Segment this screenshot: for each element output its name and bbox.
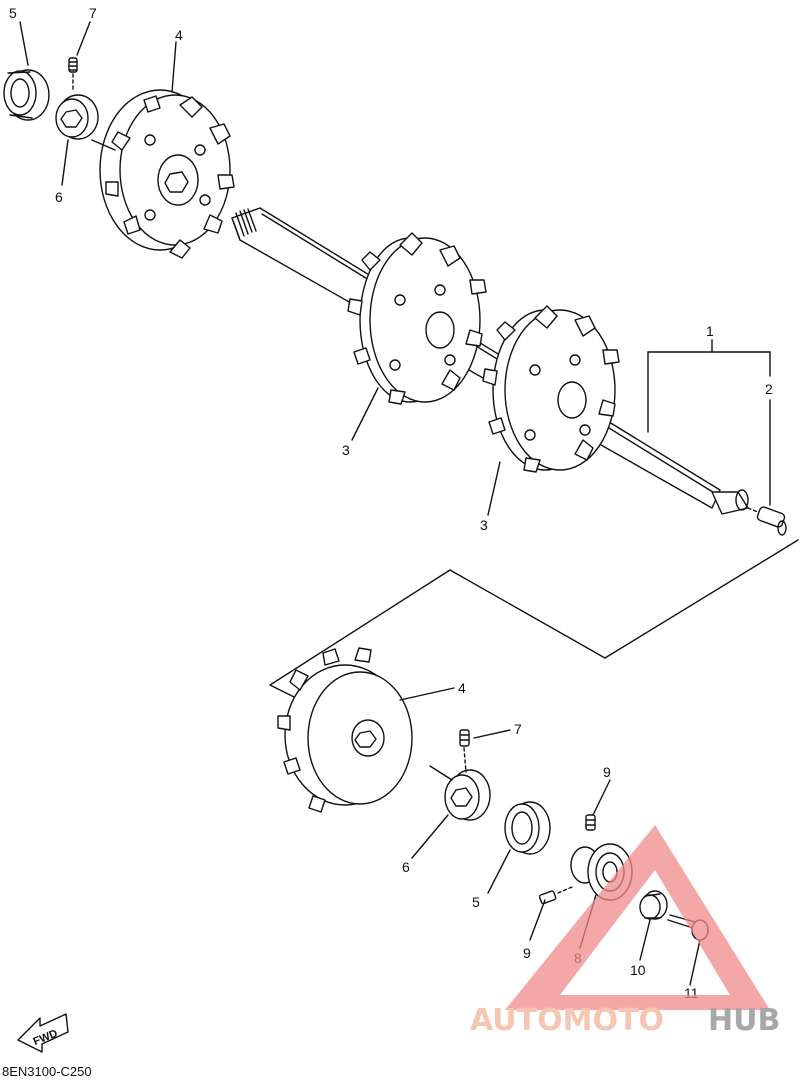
callout-1: 1 <box>706 323 714 339</box>
set-screw-9-lower <box>538 886 573 905</box>
watermark: AUTOMOTO HUB <box>470 825 780 1038</box>
pin <box>747 506 787 536</box>
callout-10: 10 <box>630 962 646 978</box>
callout-4-bottom: 4 <box>458 680 466 696</box>
callout-7-top: 7 <box>89 5 97 21</box>
watermark-text-auto: AUTOMOTO <box>470 1003 664 1038</box>
bearing-ring-top <box>3 69 50 121</box>
callout-5-top: 5 <box>9 5 17 21</box>
collar-bottom <box>444 769 491 821</box>
sprocket-wheel-top <box>99 89 235 259</box>
group-boundary-line <box>269 539 799 701</box>
sprocket-wheel-bottom <box>277 647 413 813</box>
callout-7-bottom: 7 <box>514 721 522 737</box>
collar-top <box>55 94 99 140</box>
callout-3-middle: 3 <box>342 442 350 458</box>
callout-labels: 5 7 4 6 1 2 3 3 4 7 9 6 5 9 8 10 11 <box>9 5 773 1001</box>
bearing-ring-bottom <box>504 801 551 855</box>
callout-9-upper: 9 <box>603 764 611 780</box>
small-gear <box>639 890 668 920</box>
drive-shaft <box>231 207 749 515</box>
callout-2: 2 <box>765 381 773 397</box>
fwd-arrow-icon: FWD <box>17 1013 69 1053</box>
set-screw-9-upper <box>585 814 596 831</box>
callout-6-bottom: 6 <box>402 859 410 875</box>
sprocket-middle <box>347 232 487 405</box>
watermark-triangle-icon <box>505 825 770 1010</box>
callout-5-bottom: 5 <box>472 894 480 910</box>
callout-6-top: 6 <box>55 189 63 205</box>
sprocket-right <box>482 305 620 473</box>
callout-9-lower: 9 <box>523 945 531 961</box>
callout-3-right: 3 <box>480 517 488 533</box>
callout-bracket-1 <box>647 339 771 506</box>
watermark-text-hub: HUB <box>708 1003 780 1038</box>
set-screw-bottom <box>459 729 470 773</box>
diagram-code: 8EN3100-C250 <box>2 1064 92 1079</box>
callout-4-top: 4 <box>175 27 183 43</box>
set-screw-top <box>68 57 78 93</box>
